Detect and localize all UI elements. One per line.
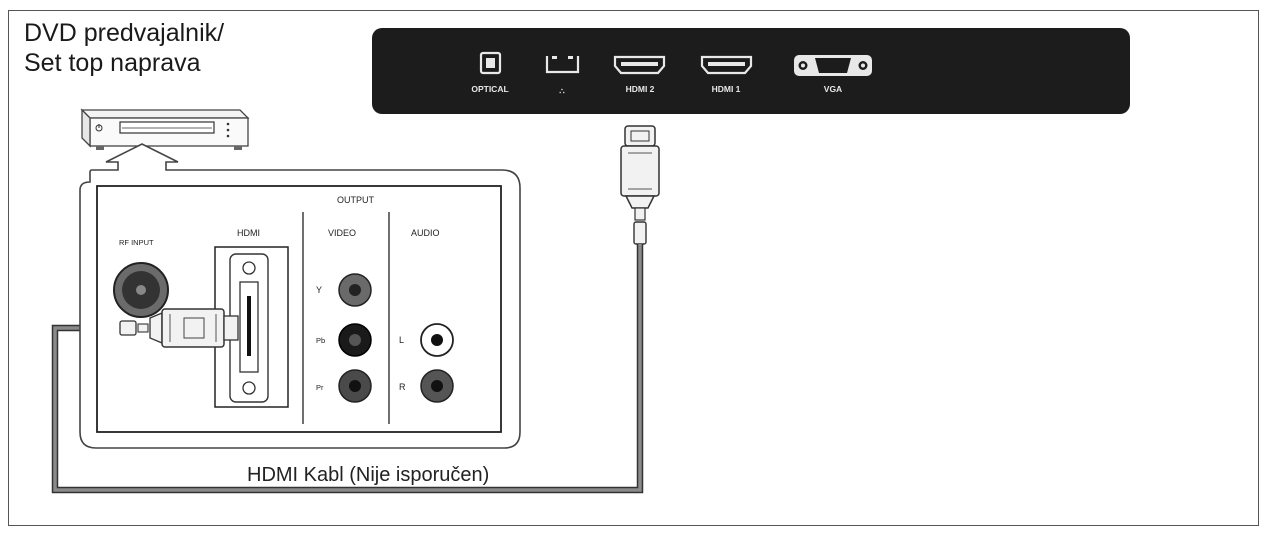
vga-port-icon <box>794 55 872 76</box>
cable-caption: HDMI Kabl (Nije isporučen) <box>247 464 490 486</box>
dvd-player-icon <box>80 108 250 150</box>
device-title-line2: Set top naprava <box>24 49 201 77</box>
device-title-line1: DVD predvajalnik/ <box>24 19 225 47</box>
optical-port-label: OPTICAL <box>471 84 508 94</box>
hdmi2-port-label: HDMI 2 <box>626 84 655 94</box>
hdmi-plug-tv-side <box>620 125 660 245</box>
video-jack-label-y: Y <box>316 285 322 295</box>
audio-jack-label-l: L <box>399 335 404 345</box>
hdmi-section-label: HDMI <box>237 228 260 238</box>
tv-back-panel <box>372 28 1130 114</box>
optical-port-icon <box>479 51 502 75</box>
vga-port-label: VGA <box>824 84 842 94</box>
device-hdmi-port-icon <box>214 246 289 408</box>
usb-port-label: ∴ <box>559 86 565 96</box>
video-jack-y-icon <box>338 273 372 307</box>
output-label: OUTPUT <box>337 195 375 205</box>
hdmi1-port-icon <box>700 55 753 75</box>
audio-jack-r-icon <box>420 369 454 403</box>
usb-port-icon <box>545 56 580 74</box>
video-jack-label-pr: Pr <box>316 383 324 392</box>
video-jack-label-pb: Pb <box>316 336 325 345</box>
hdmi1-port-label: HDMI 1 <box>712 84 741 94</box>
hdmi-cable <box>53 244 642 492</box>
diagram-frame <box>8 10 1259 526</box>
hdmi-plug-device-side <box>119 308 239 348</box>
video-section-label: VIDEO <box>328 228 356 238</box>
rf-input-label: RF INPUT <box>119 238 154 247</box>
video-jack-pb-icon <box>338 323 372 357</box>
rf-input-jack-icon <box>113 262 169 318</box>
audio-section-label: AUDIO <box>411 228 440 238</box>
video-jack-pr-icon <box>338 369 372 403</box>
audio-jack-label-r: R <box>399 382 406 392</box>
device-title: DVD predvajalnik/ Set top naprava <box>24 18 224 78</box>
audio-jack-l-icon <box>420 323 454 357</box>
hdmi2-port-icon <box>613 55 666 75</box>
